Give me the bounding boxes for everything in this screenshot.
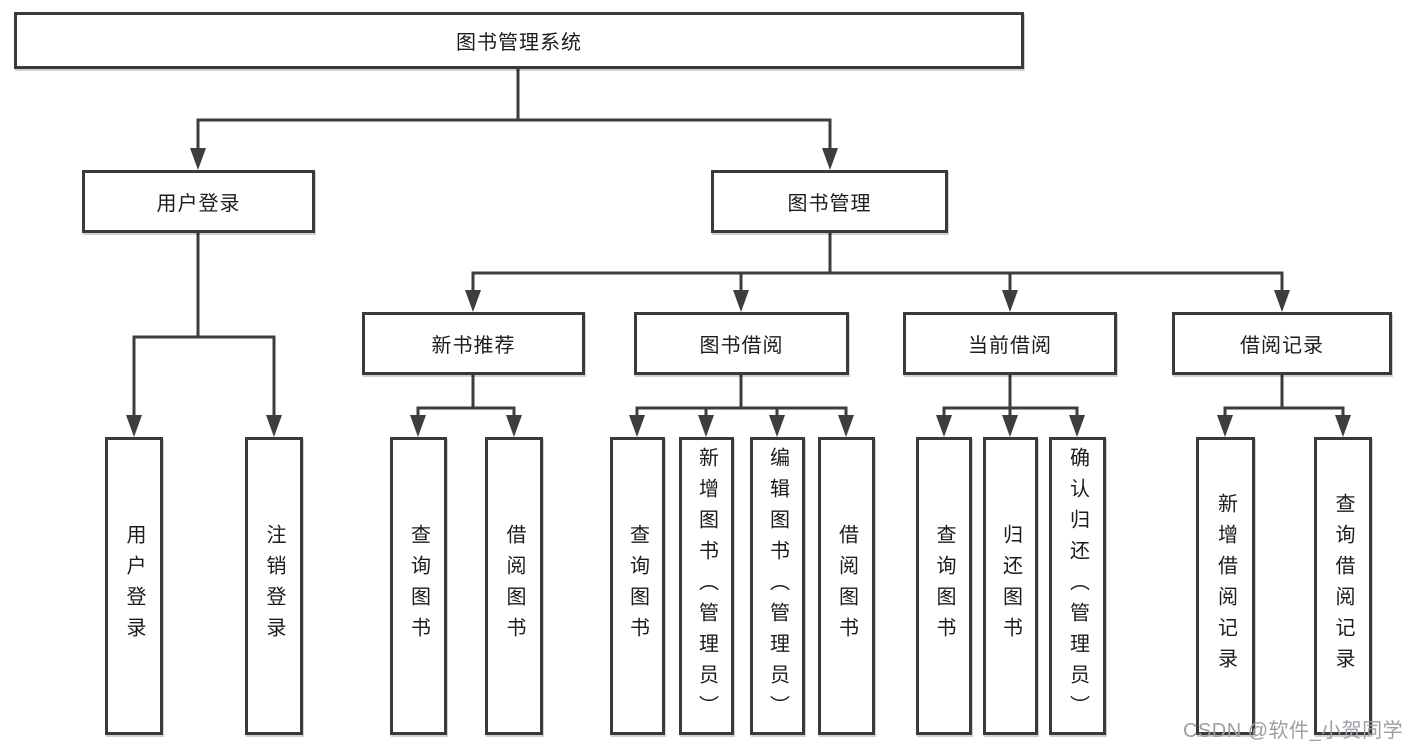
leaf-return-books: 归还图书 bbox=[983, 437, 1038, 735]
leaf-query-books: 查询图书 bbox=[916, 437, 972, 735]
csdn-watermark: CSDN @软件_小贺同学 bbox=[1183, 720, 1404, 742]
node-label: 图书借阅 bbox=[699, 335, 784, 357]
leaf-borrow-books: 借阅图书 bbox=[485, 437, 543, 735]
leaf-label: 注销登录 bbox=[263, 524, 285, 648]
leaf-label: 查询图书 bbox=[626, 524, 649, 648]
leaf-label: 用户登录 bbox=[123, 524, 145, 648]
leaf-label: 新增图书（管理员） bbox=[695, 446, 718, 726]
node-label: 图书管理系统 bbox=[456, 32, 582, 54]
node-label: 借阅记录 bbox=[1240, 335, 1324, 357]
node-label: 用户登录 bbox=[156, 193, 241, 215]
leaf-edit-books-admin: 编辑图书（管理员） bbox=[750, 437, 805, 735]
leaf-user-login: 用户登录 bbox=[105, 437, 163, 735]
leaf-confirm-return-admin: 确认归还（管理员） bbox=[1049, 437, 1106, 735]
node-current-borrow: 当前借阅 bbox=[903, 312, 1117, 375]
leaf-label: 查询图书 bbox=[407, 524, 430, 648]
node-library-management-system: 图书管理系统 bbox=[14, 12, 1024, 69]
leaf-borrow-books: 借阅图书 bbox=[818, 437, 875, 735]
leaf-query-borrow-record: 查询借阅记录 bbox=[1314, 437, 1372, 735]
arrowheads bbox=[126, 148, 1351, 437]
leaf-label: 编辑图书（管理员） bbox=[766, 446, 789, 726]
node-borrow-record: 借阅记录 bbox=[1172, 312, 1392, 375]
node-book-management: 图书管理 bbox=[711, 170, 948, 233]
leaf-label: 确认归还（管理员） bbox=[1066, 446, 1089, 726]
leaf-logout: 注销登录 bbox=[245, 437, 303, 735]
leaf-add-books-admin: 新增图书（管理员） bbox=[679, 437, 734, 735]
node-new-book-recommend: 新书推荐 bbox=[362, 312, 585, 375]
node-label: 当前借阅 bbox=[968, 335, 1052, 357]
node-user-login: 用户登录 bbox=[82, 170, 315, 233]
node-book-borrow: 图书借阅 bbox=[634, 312, 849, 375]
leaf-add-borrow-record: 新增借阅记录 bbox=[1196, 437, 1255, 735]
leaf-label: 新增借阅记录 bbox=[1214, 493, 1237, 679]
leaf-query-books: 查询图书 bbox=[610, 437, 665, 735]
node-label: 新书推荐 bbox=[431, 335, 516, 357]
node-label: 图书管理 bbox=[787, 193, 872, 215]
leaf-label: 查询图书 bbox=[933, 524, 955, 648]
leaf-label: 查询借阅记录 bbox=[1332, 493, 1354, 679]
leaf-label: 借阅图书 bbox=[503, 524, 525, 648]
leaf-label: 归还图书 bbox=[999, 524, 1022, 648]
leaf-query-books: 查询图书 bbox=[390, 437, 447, 735]
leaf-label: 借阅图书 bbox=[835, 524, 858, 648]
